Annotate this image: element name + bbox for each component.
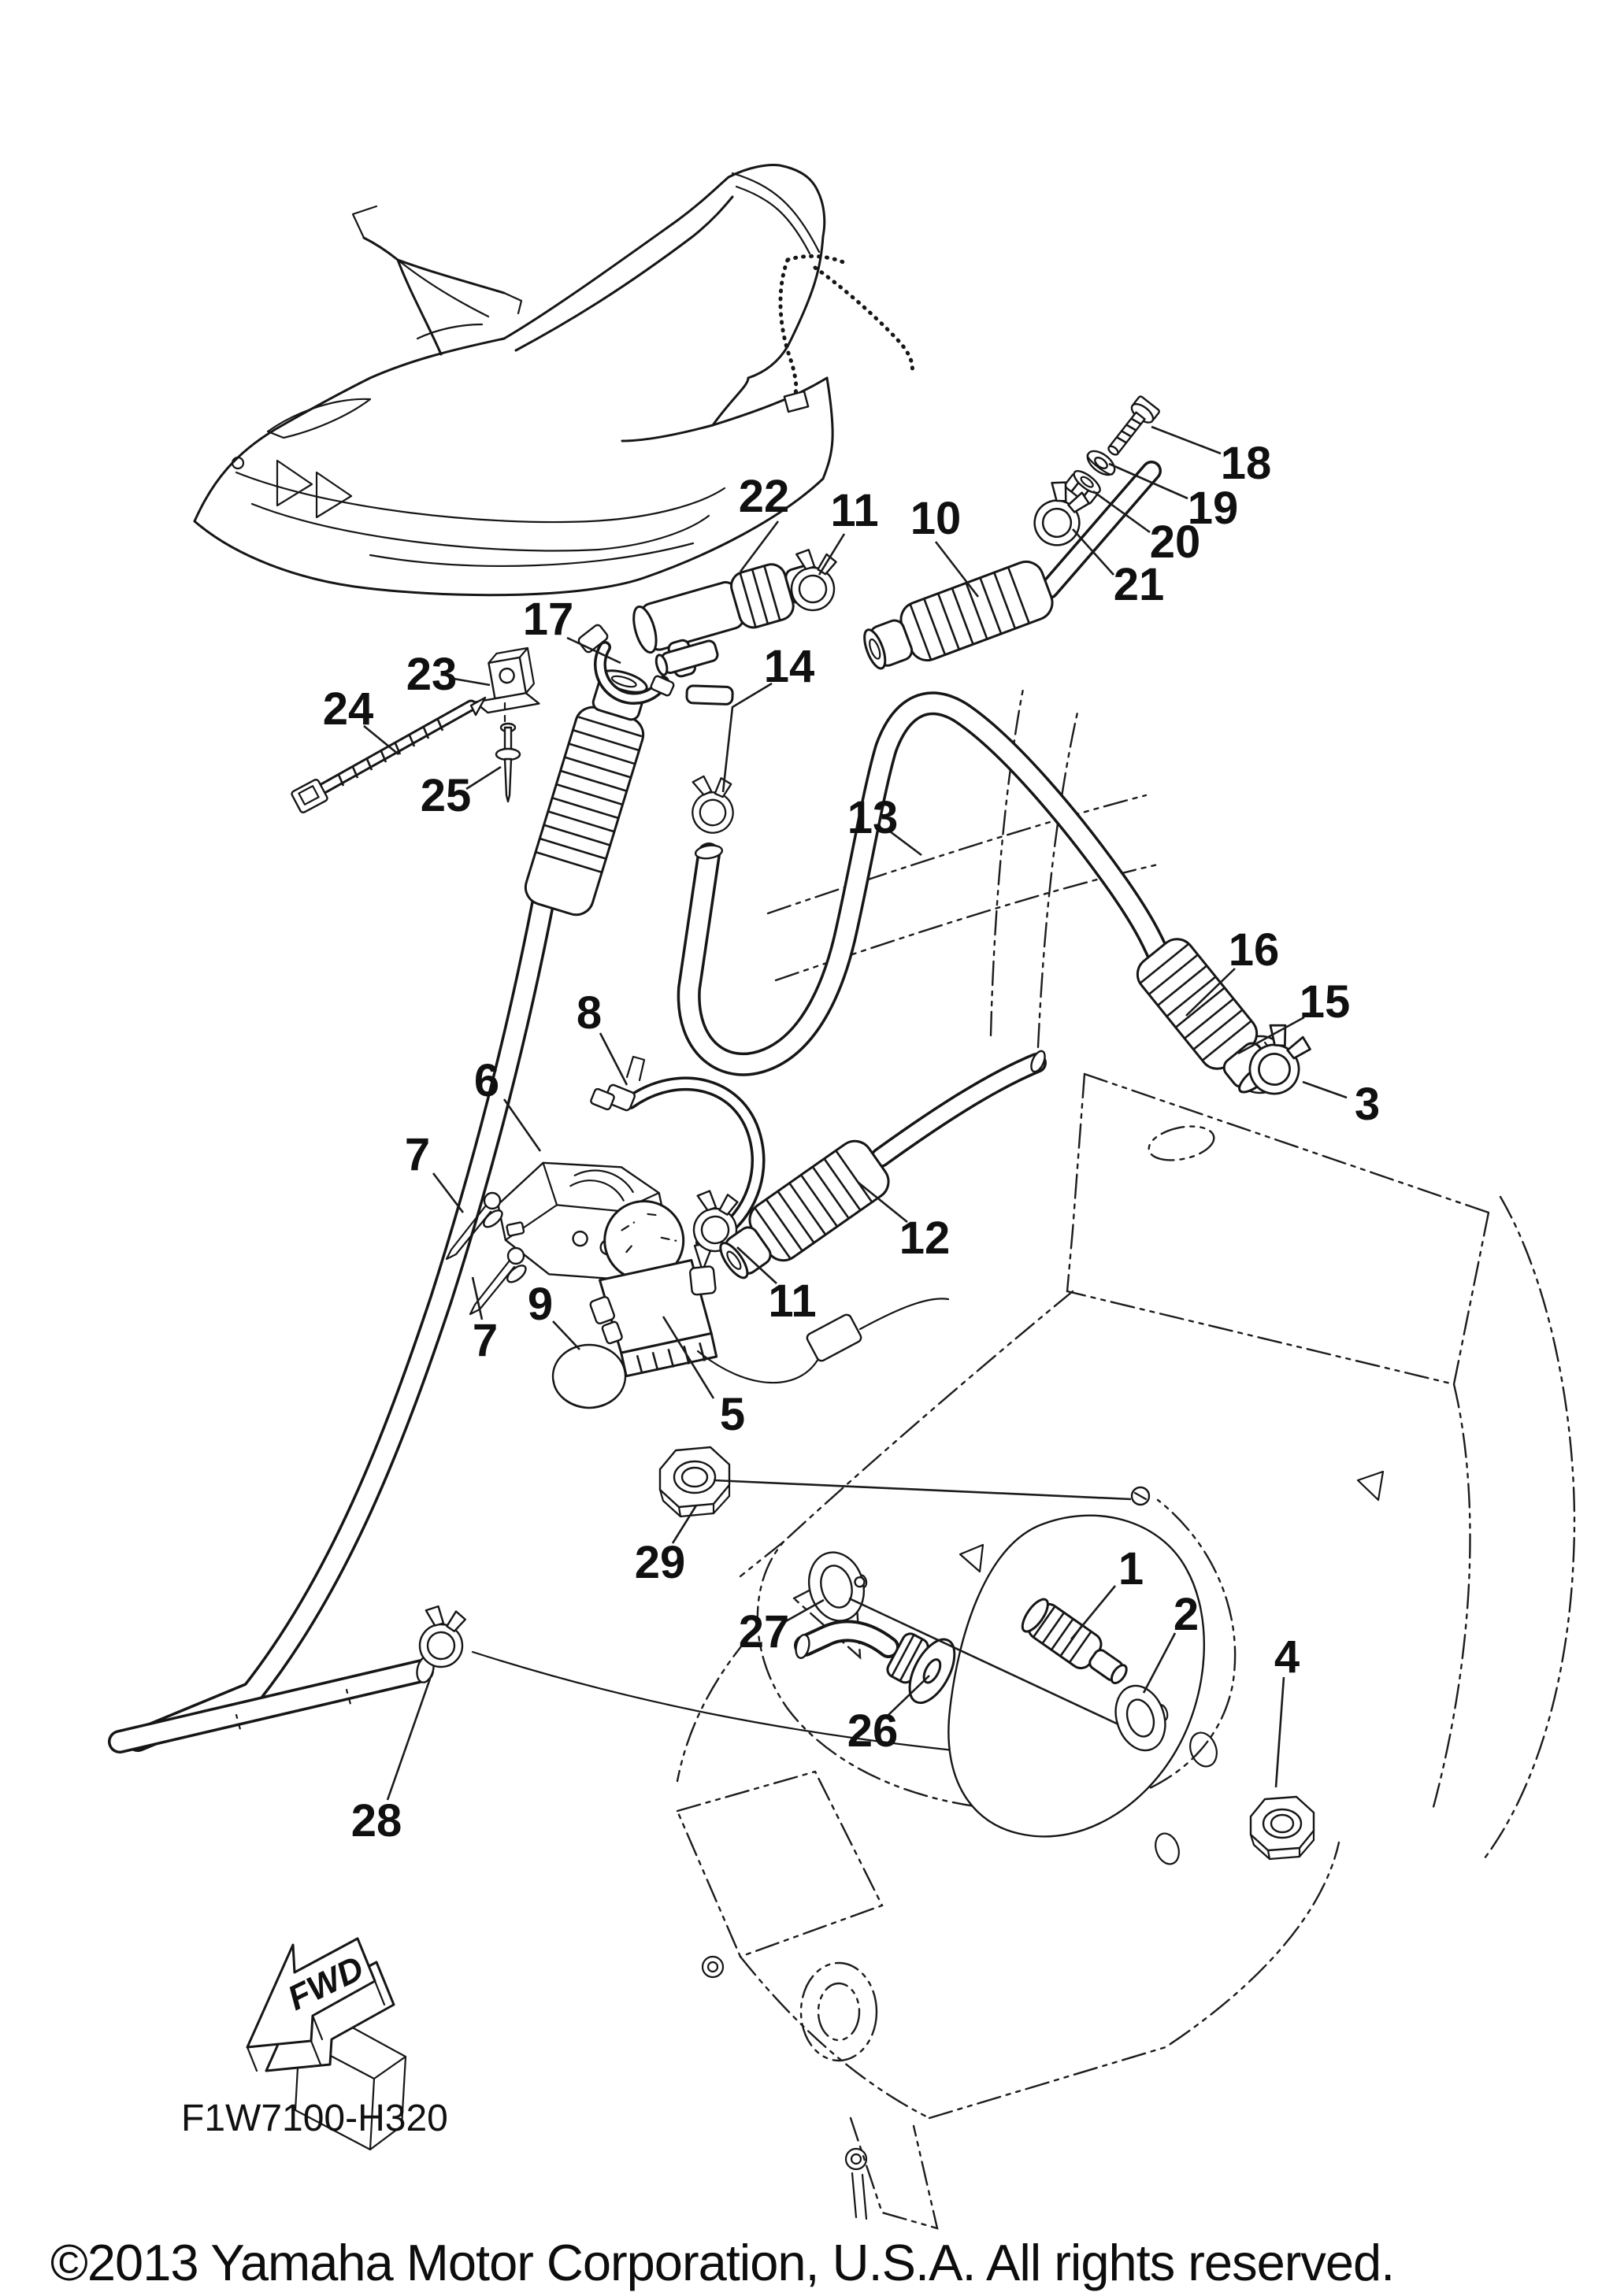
leader-line-7 — [471, 1276, 484, 1320]
leader-line-20 — [1092, 490, 1151, 534]
washer-19 — [1086, 450, 1116, 476]
callout-6: 6 — [474, 1055, 499, 1106]
hull-phantom — [294, 683, 1576, 2230]
callout-26: 26 — [847, 1705, 899, 1757]
leader-line-18 — [1151, 425, 1222, 455]
damper-9 — [551, 1343, 627, 1409]
leader-line-27 — [784, 1598, 825, 1624]
leader-line-21 — [1072, 528, 1114, 576]
mounting-plate — [947, 1486, 1218, 1865]
callout-15: 15 — [1300, 976, 1351, 1028]
callout-17: 17 — [523, 594, 574, 645]
leader-line-6 — [502, 1098, 542, 1152]
watercraft-illustration — [193, 164, 914, 597]
diagram-code: F1W7100-H320 — [181, 2098, 448, 2139]
leader-line-3 — [1302, 1080, 1348, 1099]
leader-line-27 — [848, 1597, 1119, 1726]
callout-16: 16 — [1229, 924, 1280, 976]
leader-line-5 — [662, 1316, 715, 1399]
callout-2: 2 — [1174, 1589, 1199, 1640]
sensor-cable — [696, 1298, 950, 1384]
leader-line-4 — [1274, 1676, 1285, 1788]
hose-clamp-11a — [786, 546, 842, 613]
nut-29 — [658, 1446, 731, 1518]
callout-5: 5 — [720, 1389, 745, 1440]
leader-line-9 — [552, 1320, 580, 1350]
leader-line-11 — [818, 533, 846, 576]
callout-25: 25 — [421, 770, 472, 821]
leader-line-13 — [889, 830, 922, 857]
leader-line-25 — [465, 765, 502, 791]
leader-line-29 — [671, 1505, 698, 1544]
callout-28: 28 — [351, 1795, 402, 1846]
leader-line-2 — [1142, 1632, 1177, 1694]
leader-line-19 — [1108, 462, 1188, 500]
leader-line-11 — [736, 1246, 777, 1284]
leader-line-26 — [888, 1675, 930, 1716]
callout-8: 8 — [577, 987, 602, 1039]
leader-line-23 — [453, 677, 491, 687]
callout-12: 12 — [899, 1213, 951, 1264]
leader-line-15 — [1237, 1016, 1305, 1055]
copyright-text: ©2013 Yamaha Motor Corporation, U.S.A. A… — [50, 2234, 1395, 2291]
leader-line-29 — [713, 1479, 1132, 1501]
leader-line-22 — [739, 520, 780, 572]
leader-line-16 — [1185, 968, 1236, 1017]
leader-line-24 — [363, 724, 399, 756]
fwd-arrow: FWD — [246, 1937, 395, 2072]
bolt-18 — [1107, 395, 1160, 456]
leader-line-17 — [566, 636, 621, 665]
callout-20: 20 — [1150, 517, 1201, 568]
leader-line-28 — [386, 1678, 432, 1801]
callout-3: 3 — [1355, 1079, 1380, 1130]
callout-10: 10 — [910, 493, 962, 544]
hose-13 — [677, 691, 1171, 1076]
callout-9: 9 — [528, 1279, 553, 1330]
callout-29: 29 — [635, 1537, 686, 1588]
leader-line-12 — [858, 1181, 908, 1224]
sensor-5 — [589, 1200, 718, 1378]
clamp-28 — [416, 1603, 470, 1670]
cable-tie-24 — [291, 696, 487, 813]
callout-27: 27 — [739, 1606, 790, 1657]
callout-7: 7 — [405, 1129, 430, 1180]
callout-23: 23 — [406, 649, 458, 700]
fitting-1 — [1021, 1598, 1128, 1685]
clamp-17 — [577, 624, 675, 705]
callout-22: 22 — [739, 471, 790, 522]
leader-line-14 — [721, 682, 773, 793]
washer-2 — [1114, 1684, 1169, 1752]
callout-24: 24 — [323, 683, 374, 735]
callout-11: 11 — [830, 485, 878, 536]
corrugated-hose-12 — [719, 1050, 1047, 1279]
nut-20 — [1064, 470, 1101, 505]
leader-line-7 — [432, 1172, 465, 1213]
washer-27 — [808, 1551, 868, 1622]
callout-14: 14 — [764, 641, 815, 692]
callout-18: 18 — [1221, 438, 1272, 489]
clamp-14 — [683, 769, 743, 839]
callout-19: 19 — [1188, 483, 1239, 534]
leader-line-1 — [1070, 1585, 1117, 1640]
callout-4: 4 — [1274, 1631, 1300, 1683]
callout-21: 21 — [1114, 559, 1165, 610]
breather-hose-10 — [863, 461, 1162, 670]
callout-13: 13 — [847, 792, 899, 843]
leader-line-8 — [599, 1032, 629, 1086]
nut-4 — [1249, 1795, 1315, 1861]
callout-1: 1 — [1118, 1543, 1144, 1594]
callout-7: 7 — [473, 1315, 498, 1366]
leader-line-10 — [934, 541, 980, 598]
callout-11: 11 — [768, 1276, 816, 1327]
bracket-23 — [473, 646, 540, 714]
pin-25 — [495, 702, 521, 803]
elbow-26 — [794, 1620, 956, 1705]
